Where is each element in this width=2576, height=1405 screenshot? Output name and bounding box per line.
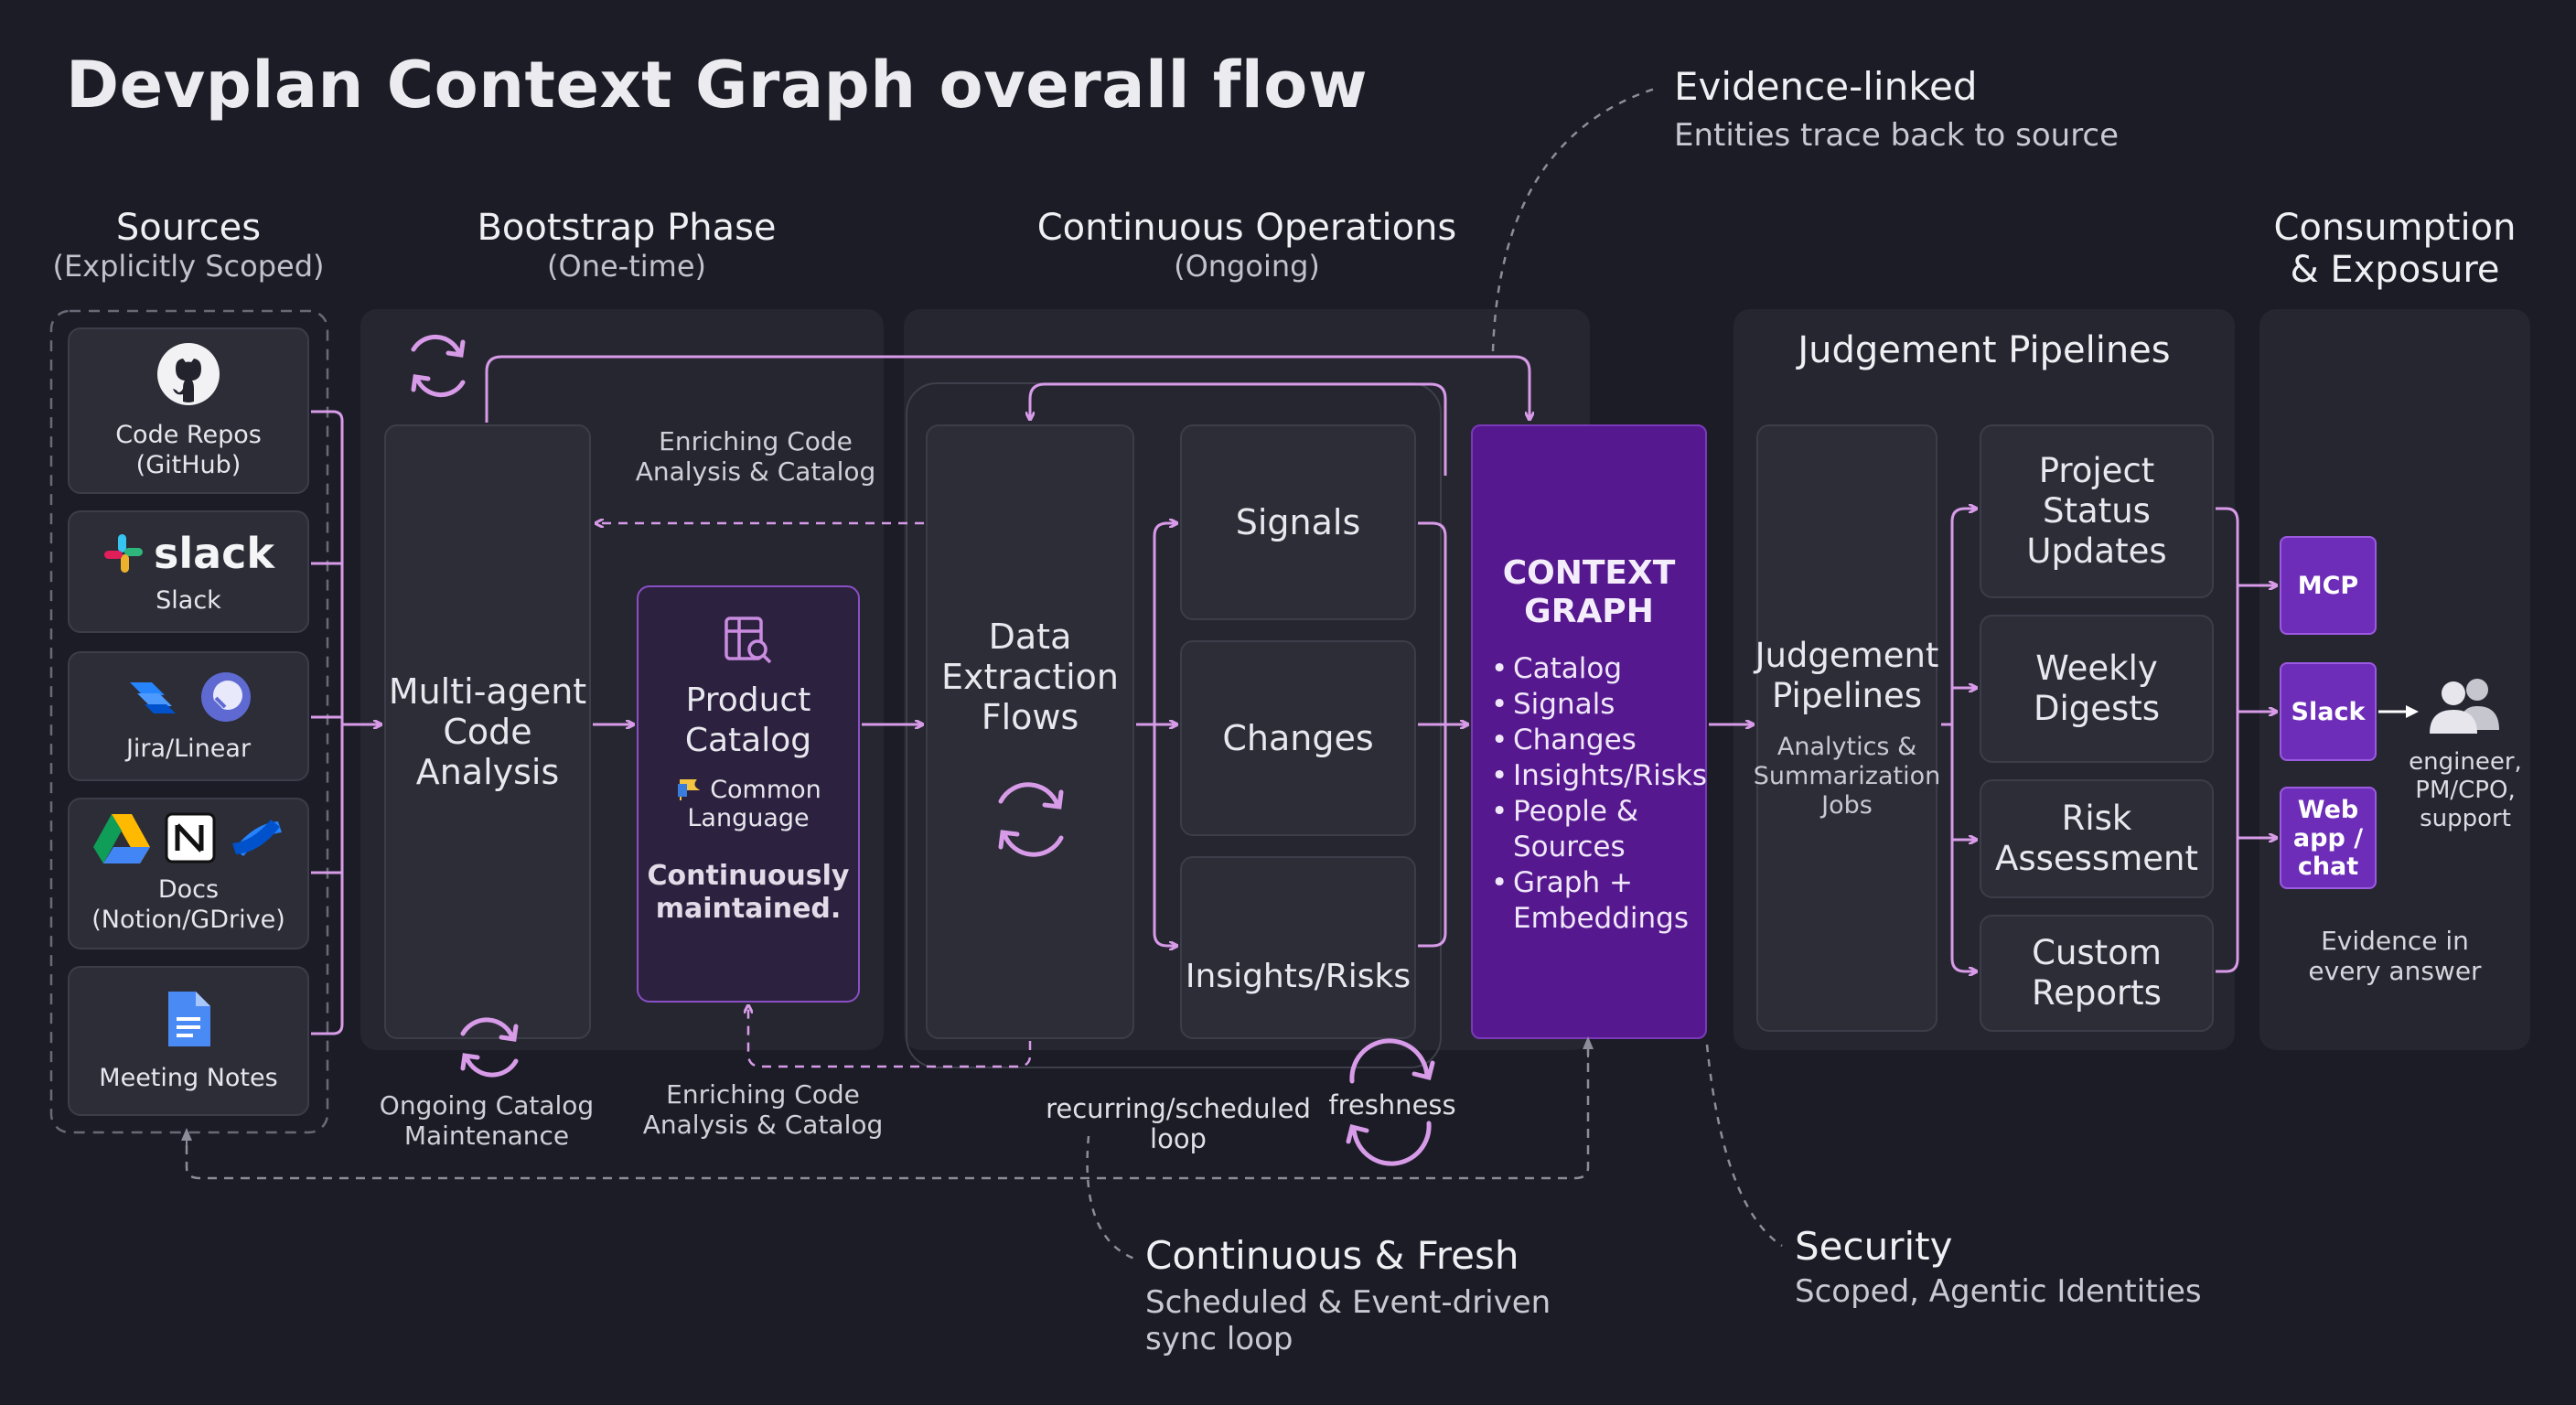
source-jira-linear[interactable]: Jira/Linear	[68, 651, 309, 781]
catalog-label-2: Catalog	[684, 722, 812, 759]
gdrive-icon	[93, 814, 150, 863]
common-language-label-1: Common	[710, 776, 821, 804]
context-graph-list: Catalog Signals Changes Insights/Risks P…	[1491, 651, 1707, 937]
bootstrap-subheading: (One-time)	[547, 249, 706, 284]
extraction-label-1: Data	[988, 617, 1072, 657]
docs-icon	[93, 812, 284, 863]
source-label: Slack	[156, 585, 221, 615]
judgement-sub-2: Summarization	[1753, 762, 1941, 790]
multi-agent-label-3: Analysis	[415, 752, 560, 792]
extraction-label-3: Flows	[981, 697, 1079, 737]
source-label: Code Repos	[115, 421, 262, 449]
output-weekly-digests[interactable]: Weekly Digests	[1980, 615, 2214, 763]
continuous-ops-heading: Continuous Operations	[1036, 207, 1457, 249]
source-code-repos[interactable]: Code Repos (GitHub)	[68, 327, 309, 494]
output-custom-reports[interactable]: Custom Reports	[1980, 915, 2214, 1032]
common-language-icon	[678, 778, 701, 800]
judgement-sub-3: Jobs	[1821, 791, 1873, 820]
changes-card[interactable]: Changes	[1180, 640, 1416, 836]
catalog-label-1: Product	[685, 681, 811, 719]
source-sublabel: (Notion/GDrive)	[91, 906, 285, 934]
jira-icon	[130, 681, 176, 713]
consumption-heading-2: & Exposure	[2290, 249, 2500, 291]
sources-heading: Sources	[115, 207, 262, 249]
source-docs[interactable]: Docs (Notion/GDrive)	[68, 798, 309, 949]
output-project-status[interactable]: Project Status Updates	[1980, 424, 2214, 598]
signals-card[interactable]: Signals	[1180, 424, 1416, 620]
context-graph[interactable]: CONTEXT GRAPH Catalog Signals Changes In…	[1471, 424, 1707, 1039]
context-graph-title-1: CONTEXT	[1502, 554, 1676, 592]
recurring-loop-label: recurring/scheduled loop	[1046, 1093, 1311, 1154]
users-icon	[2430, 679, 2499, 734]
cycle-icon-bootstrap	[411, 334, 466, 398]
mcp-button[interactable]: MCP	[2280, 536, 2377, 635]
signals-label: Signals	[1235, 502, 1361, 542]
judgement-main-2: Pipelines	[1771, 676, 1923, 715]
slack-icon	[103, 533, 143, 573]
catalog-icon	[724, 617, 772, 664]
source-meeting-notes[interactable]: Meeting Notes	[68, 966, 309, 1116]
multi-agent-label-2: Code	[443, 712, 532, 752]
maintained-label-2: maintained.	[655, 893, 842, 925]
confluence-icon	[232, 820, 282, 856]
insights-risks-label: Insights/Risks	[1185, 958, 1411, 995]
slack-button[interactable]: Slack	[2280, 662, 2377, 761]
maintained-label-1: Continuously	[647, 860, 850, 892]
continuous-fresh-title: Continuous & Fresh	[1145, 1233, 1519, 1278]
judgement-sub-1: Analytics &	[1776, 733, 1917, 761]
context-graph-title-2: GRAPH	[1524, 593, 1654, 630]
cycle-icon-extraction	[998, 782, 1064, 857]
notion-icon	[165, 812, 216, 863]
source-label: Docs	[157, 875, 220, 904]
consumption-heading: Consumption	[2273, 207, 2517, 249]
judgement-heading: Judgement Pipelines	[1798, 329, 2171, 371]
judgement-main-1: Judgement	[1755, 636, 1939, 675]
security-sub: Scoped, Agentic Identities	[1795, 1273, 2202, 1310]
bootstrap-heading: Bootstrap Phase	[477, 207, 777, 249]
sources-subheading: (Explicitly Scoped)	[52, 249, 325, 284]
github-icon	[157, 343, 220, 405]
extraction-label-2: Extraction	[941, 657, 1119, 697]
cycle-icon-ongoing	[460, 1017, 519, 1078]
multi-agent-label-1: Multi-agent	[388, 671, 587, 712]
users-label: engineer,PM/CPO,support	[2409, 748, 2522, 832]
evidence-linked-sub: Entities trace back to source	[1674, 117, 2120, 154]
source-sublabel: (GitHub)	[135, 451, 242, 479]
changes-label: Changes	[1222, 718, 1374, 758]
cycle-icon-freshness	[1346, 1038, 1435, 1166]
source-label: Meeting Notes	[99, 1063, 278, 1092]
source-label: Jira/Linear	[125, 734, 252, 763]
source-slack[interactable]: slack Slack	[68, 510, 309, 633]
freshness-label: freshness	[1328, 1089, 1456, 1121]
multi-agent-code-analysis[interactable]: Multi-agent Code Analysis	[384, 424, 591, 1039]
linear-icon	[201, 671, 251, 722]
evidence-linked-title: Evidence-linked	[1674, 64, 1978, 109]
security-title: Security	[1795, 1224, 1953, 1269]
common-language-label-2: Language	[687, 804, 810, 832]
continuous-ops-subheading: (Ongoing)	[1174, 249, 1320, 284]
data-extraction-flows[interactable]: Data Extraction Flows	[926, 424, 1134, 1039]
continuous-fresh-sub1: Scheduled & Event-driven	[1145, 1284, 1551, 1321]
page-title: Devplan Context Graph overall flow	[66, 48, 1368, 123]
meeting-notes-icon	[168, 991, 210, 1046]
product-catalog[interactable]: Product Catalog Common Language Continuo…	[637, 585, 860, 1003]
slack-wordmark: slack	[153, 528, 275, 578]
insights-risks-card[interactable]: Insights/Risks	[1180, 856, 1416, 1039]
continuous-fresh-sub2: sync loop	[1145, 1321, 1293, 1357]
output-risk-assessment[interactable]: Risk Assessment	[1980, 779, 2214, 898]
judgement-pipelines-card[interactable]: Judgement Pipelines Analytics & Summariz…	[1753, 424, 1941, 1032]
